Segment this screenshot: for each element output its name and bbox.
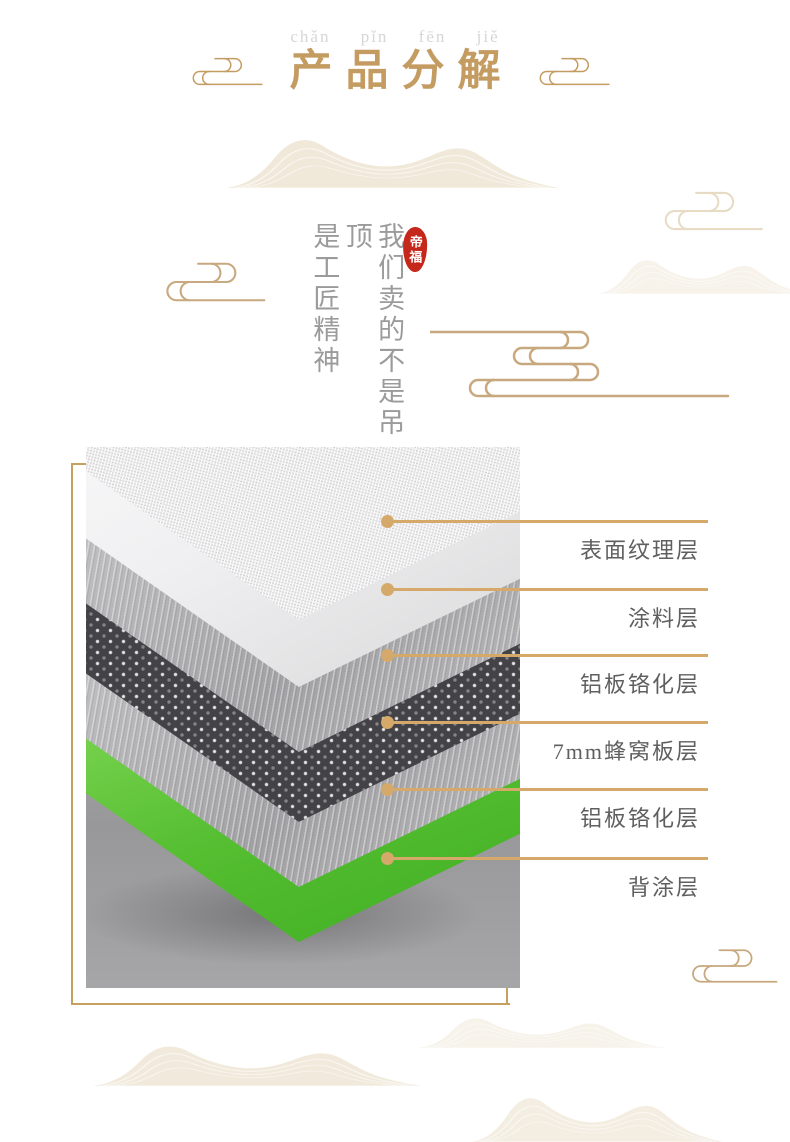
layer-label: 铝板铬化层 xyxy=(579,806,700,831)
mountain-waves-decoration xyxy=(598,246,790,294)
callout-dot xyxy=(381,515,394,528)
cloud-scroll-icon xyxy=(539,58,610,86)
callout-line xyxy=(388,857,708,860)
seal-text: 帝福 xyxy=(406,234,424,265)
cloud-scroll-icon xyxy=(430,330,730,398)
callout-dot xyxy=(381,852,394,865)
callout-line xyxy=(388,520,708,523)
slogan-line-2: 是工匠精神 xyxy=(309,222,340,377)
red-brand-seal: 帝福 xyxy=(402,226,428,273)
product-exploded-image xyxy=(86,447,520,988)
layer-label: 铝板铬化层 xyxy=(579,672,700,697)
photo-frame xyxy=(71,463,510,1005)
cloud-scroll-icon xyxy=(192,58,263,86)
callout-dot xyxy=(381,649,394,662)
slogan-line-1: 我们卖的不是吊顶 xyxy=(341,222,405,439)
cloud-scroll-icon xyxy=(692,949,778,983)
title-row: 产品分解 xyxy=(0,48,790,95)
callout-line xyxy=(388,721,708,724)
mountain-waves-decoration xyxy=(472,1080,722,1142)
slogan-vertical-text: 我们卖的不是吊顶 是工匠精神 xyxy=(308,222,405,462)
layer-label: 7mm蜂窝板层 xyxy=(552,739,700,764)
callout-dot xyxy=(381,716,394,729)
photo-frame-stub xyxy=(71,463,87,465)
callout-line xyxy=(388,588,708,591)
layer-label: 表面纹理层 xyxy=(579,538,700,563)
callout-dot xyxy=(381,583,394,596)
cloud-scroll-icon xyxy=(664,191,763,231)
mountain-waves-decoration xyxy=(93,1030,421,1086)
layer-label: 涂料层 xyxy=(627,606,700,631)
photo-frame-stub xyxy=(506,988,508,1005)
page-title: 产品分解 xyxy=(289,48,514,95)
callout-line xyxy=(388,654,708,657)
pinyin-subtitle: chǎn pǐn fēn jiě xyxy=(290,27,500,46)
layer-label: 背涂层 xyxy=(627,875,700,900)
callout-dot xyxy=(381,783,394,796)
cloud-scroll-icon xyxy=(166,262,266,302)
mountain-waves-decoration xyxy=(227,120,559,188)
callout-line xyxy=(388,788,708,791)
mountain-waves-decoration xyxy=(418,1006,666,1048)
